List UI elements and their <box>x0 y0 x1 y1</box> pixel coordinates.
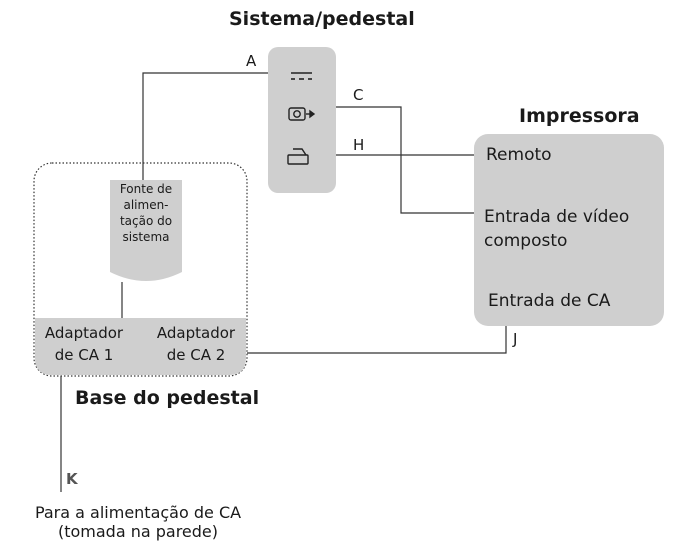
dc-power-icon <box>291 72 312 80</box>
cable-j <box>247 326 507 354</box>
video-input-line-1: Entrada de vídeo <box>484 207 630 227</box>
connector-h: H <box>353 136 365 154</box>
fonte-label-line-3: tação do <box>119 214 173 228</box>
adapter-2-line-2: de CA 2 <box>166 346 226 364</box>
wall-power-line-1: Para a alimentação de CA <box>34 503 242 522</box>
fonte-label-line-1: Fonte de <box>119 182 173 196</box>
fonte-label-line-2: alimen- <box>123 198 169 212</box>
adapter-2-line-1: Adaptador <box>156 324 236 342</box>
impressora-title: Impressora <box>519 105 640 127</box>
adapter-2-label: Adaptador de CA 2 <box>144 322 248 366</box>
wall-power-line-2: (tomada na parede) <box>57 522 219 541</box>
fonte-label: Fonte de alimen- tação do sistema <box>104 181 188 245</box>
adapter-1-label: Adaptador de CA 1 <box>36 322 132 366</box>
connector-c: C <box>353 86 364 104</box>
video-out-icon <box>288 107 316 121</box>
ca-input-label: Entrada de CA <box>488 291 611 311</box>
base-pedestal-outline <box>33 162 248 377</box>
connector-a: A <box>246 52 257 70</box>
sistema-title: Sistema/pedestal <box>229 8 415 30</box>
connector-j: J <box>513 330 518 348</box>
wall-power-label: Para a alimentação de CA (tomada na pare… <box>0 503 276 541</box>
remoto-label: Remoto <box>486 145 552 165</box>
adapter-1-line-1: Adaptador <box>44 324 124 342</box>
adapter-band <box>35 318 246 375</box>
cable-a <box>142 72 268 180</box>
printer-icon <box>287 148 309 165</box>
adapter-1-line-2: de CA 1 <box>54 346 114 364</box>
video-input-label: Entrada de vídeo composto <box>484 205 629 253</box>
connector-k: K <box>66 470 78 488</box>
impressora-box <box>474 134 664 326</box>
base-title: Base do pedestal <box>75 387 260 409</box>
cable-c <box>336 106 474 214</box>
fonte-label-line-4: sistema <box>122 230 170 244</box>
video-input-line-2: composto <box>484 231 568 251</box>
fonte-alimentacao-box <box>110 180 182 281</box>
